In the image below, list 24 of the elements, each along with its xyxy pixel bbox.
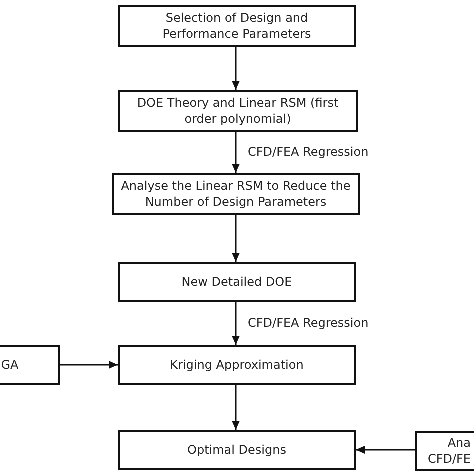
edge-label: CFD/FEA Regression — [248, 316, 369, 330]
box-text: GA — [1, 357, 19, 373]
arrow — [232, 302, 240, 345]
box-text: New Detailed DOE — [182, 274, 292, 290]
arrow — [60, 361, 118, 369]
process-box — [112, 173, 360, 215]
arrow — [232, 132, 240, 173]
box-text: DOE Theory and Linear RSM (first order polynomial) — [136, 95, 340, 127]
process-box — [118, 262, 356, 302]
box-text: Analyse the Linear RSM to Reduce the Number of Design Parameters — [120, 178, 352, 210]
process-box — [118, 5, 356, 47]
box-text: Kriging Approximation — [170, 357, 304, 373]
process-box — [118, 430, 356, 470]
arrow — [232, 215, 240, 262]
arrow — [232, 47, 240, 90]
edge-label: CFD/FEA Regression — [248, 144, 369, 158]
process-box — [118, 90, 358, 132]
process-box — [415, 431, 474, 471]
arrow — [356, 446, 415, 454]
process-box — [118, 345, 356, 385]
box-text: Selection of Design and Performance Parameters — [162, 10, 312, 42]
arrow — [232, 385, 240, 430]
box-text: Ana CFD/FE — [426, 435, 471, 467]
box-text: Optimal Designs — [188, 442, 286, 458]
